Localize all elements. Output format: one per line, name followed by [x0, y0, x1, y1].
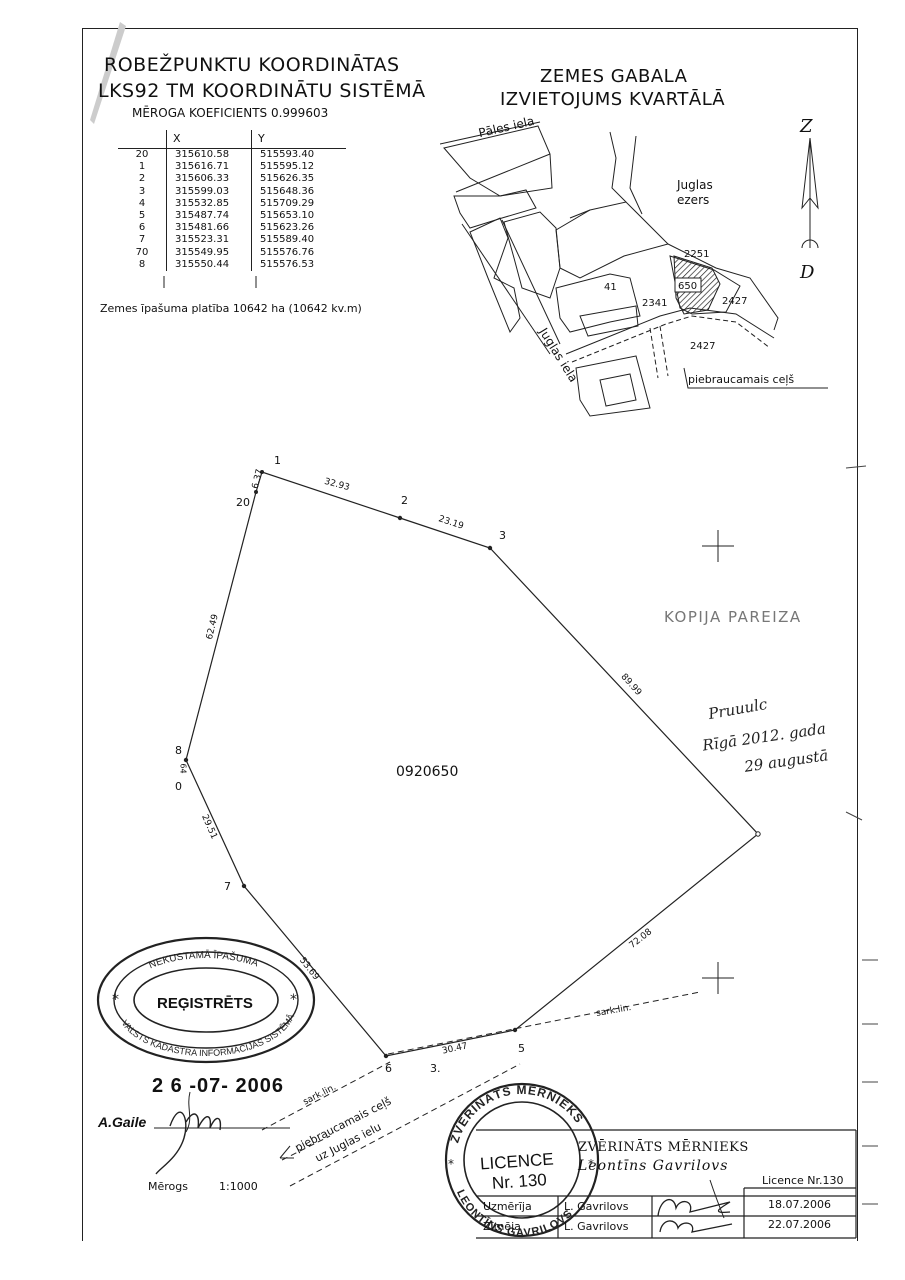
map-lake-line2: ezers	[677, 193, 710, 207]
col-header-point	[118, 130, 167, 149]
segment-8-70: 64	[178, 763, 188, 774]
point-7: 7	[224, 880, 231, 893]
tb-surveyor-name: Leontīns Gavrilovs	[578, 1158, 729, 1174]
registrar-signature	[154, 1091, 290, 1175]
point-2: 2	[401, 494, 408, 507]
scale-value: 1:1000	[219, 1180, 258, 1193]
map-parcel-2251: 2251	[684, 249, 710, 260]
tb-title: ZVĒRINĀTS MĒRNIEKS	[578, 1140, 749, 1155]
map-parcel-41: 41	[604, 282, 617, 293]
point-1: 1	[274, 454, 281, 467]
parcel-boundary	[185, 471, 759, 1057]
scale-coefficient: MĒROGA KOEFICIENTS 0.999603	[132, 106, 329, 120]
north-arrow-z: Z	[800, 116, 813, 137]
col-header-x: X	[166, 130, 252, 149]
north-arrow-d: D	[800, 262, 815, 283]
tb-signatures	[657, 1179, 733, 1233]
point-5: 5	[518, 1042, 525, 1055]
point-3b: 3.	[430, 1062, 441, 1075]
location-title: ZEMES GABALA	[540, 66, 688, 87]
copy-stamp-text: KOPIJA PAREIZA	[664, 608, 802, 626]
registration-stamp: NEKUSTAMĀ ĪPAŠUMA VALSTS KADASTRA INFORM…	[96, 936, 316, 1064]
svg-text:*: *	[112, 992, 119, 1008]
location-map	[440, 121, 828, 417]
svg-text:*: *	[290, 992, 297, 1008]
map-lake-line1: Juglas	[677, 178, 713, 192]
stamp-registered: REĢISTRĒTS	[157, 995, 253, 1012]
col-header-y: Y	[251, 130, 346, 149]
coords-title: ROBEŽPUNKTU KOORDINĀTAS	[104, 54, 400, 76]
map-parcel-2427-b: 2427	[690, 341, 716, 352]
map-parcel-650: 650	[678, 281, 698, 292]
point-8: 8	[175, 744, 182, 757]
corner-fold-mark	[90, 22, 126, 124]
north-arrow-icon	[801, 137, 819, 249]
location-subtitle: IZVIETOJUMS KVARTĀLĀ	[500, 89, 726, 110]
svg-text:*: *	[588, 1157, 594, 1171]
point-20: 20	[236, 496, 250, 509]
coords-system: LKS92 TM KOORDINĀTU SISTĒMĀ	[98, 80, 426, 102]
map-parcel-2427-a: 2427	[722, 296, 748, 307]
tb-row2-name: L. Gavrilovs	[564, 1220, 629, 1233]
tb-row2-date: 22.07.2006	[768, 1218, 831, 1231]
title-block-grid	[476, 1129, 857, 1239]
tb-row1-name: L. Gavrilovs	[564, 1200, 629, 1213]
tb-licence: Licence Nr.130	[762, 1174, 844, 1187]
map-driveway: piebraucamais ceļš	[688, 373, 795, 386]
table-tail-lines	[163, 276, 257, 288]
point-6: 6	[385, 1062, 392, 1075]
map-parcel-2341: 2341	[642, 298, 668, 309]
drawing-frame	[82, 28, 858, 1241]
point-0: 0	[175, 780, 182, 793]
svg-text:*: *	[448, 1157, 454, 1171]
area-text: Zemes īpašuma platība 10642 ha (10642 kv…	[100, 302, 362, 315]
tb-row1-label: Uzmērīja	[483, 1200, 532, 1213]
stamp-date: 2 6 -07- 2006	[152, 1075, 284, 1097]
parcel-id: 0920650	[396, 764, 459, 780]
scale-label: Mērogs	[148, 1180, 188, 1193]
point-3: 3	[499, 529, 506, 542]
tb-row2-label: Zīmēja	[483, 1220, 521, 1233]
stamp-signer: A.Gaile	[98, 1114, 147, 1130]
tb-row1-date: 18.07.2006	[768, 1198, 831, 1211]
